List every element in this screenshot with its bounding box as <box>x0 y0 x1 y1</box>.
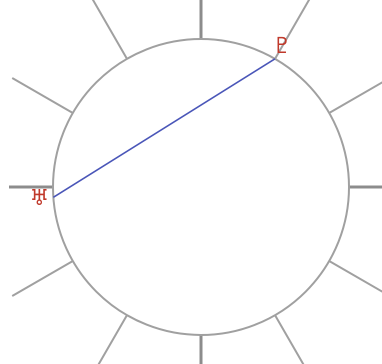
house-cusp-line <box>328 81 382 114</box>
house-cusp-line <box>274 0 311 60</box>
wheel-circle <box>52 38 350 336</box>
house-cusp-line <box>91 0 128 60</box>
aspect-lines <box>52 58 276 199</box>
house-cusp-line <box>97 314 128 364</box>
house-cusp-lines <box>9 0 382 364</box>
uranus-glyph-icon: ♅ <box>30 186 50 211</box>
aspect-line <box>52 58 276 199</box>
house-cusp-line <box>11 260 74 297</box>
planet-glyphs: ♇♅ <box>30 34 292 211</box>
house-cusp-line <box>274 314 305 364</box>
pluto-glyph-icon: ♇ <box>272 34 292 59</box>
house-cusp-line <box>328 260 382 293</box>
house-cusp-line <box>11 77 74 114</box>
